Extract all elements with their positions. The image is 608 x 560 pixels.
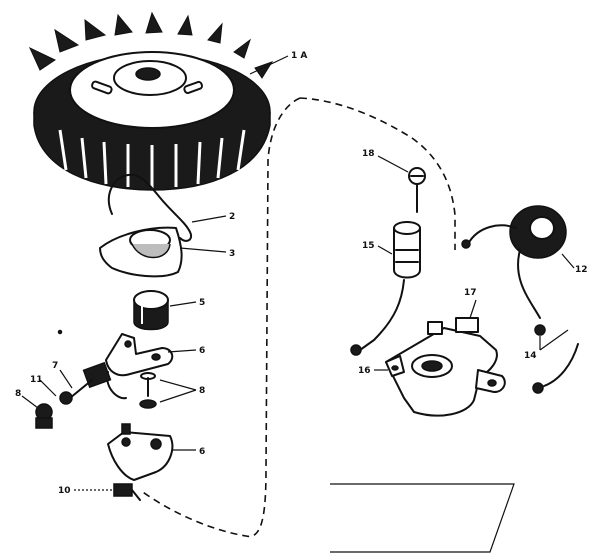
grommet-with-lead [461,205,567,336]
callout-11: 11 [30,375,43,385]
callout-3: 3 [229,249,235,259]
callout-15: 15 [362,241,375,251]
callout-8b: 8 [199,386,205,396]
lead-wire [532,343,579,394]
partial-plate-outline [330,483,515,553]
callout-5: 5 [199,298,205,308]
callout-10: 10 [58,486,71,496]
cylinder-bushing [133,290,169,331]
callout-7: 7 [52,361,58,371]
callout-6a: 6 [199,346,205,356]
callout-8a: 8 [15,389,21,399]
callout-1a: 1 A [291,51,307,61]
mounting-screw [408,167,426,213]
screw-and-washer [139,372,157,409]
callout-14: 14 [524,351,537,361]
condenser [350,221,421,356]
callout-16: 16 [358,366,371,376]
assembly-group-outline [139,97,456,538]
callout-2: 2 [229,212,235,222]
bracket-lower-plate [107,423,174,481]
terminal-clip [113,483,141,501]
armature-coil-bracket [385,317,506,417]
callout-18: 18 [362,149,375,159]
bracket-upper [105,333,174,400]
breaker-assembly [35,361,112,429]
callout-6b: 6 [199,447,205,457]
callout-12: 12 [575,265,588,275]
wire-spring [107,173,192,242]
shield-cover [99,226,183,278]
flywheel [28,11,274,191]
callout-17: 17 [464,288,477,298]
